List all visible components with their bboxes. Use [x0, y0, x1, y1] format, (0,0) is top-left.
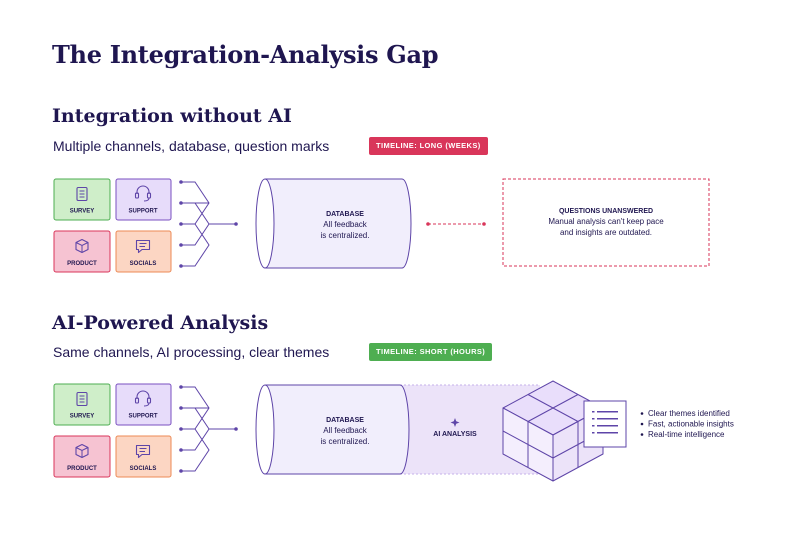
section-title-integration: Integration without AI — [52, 105, 292, 127]
channel-label: SUPPORT — [128, 209, 157, 215]
channel-label: SOCIALS — [130, 466, 157, 472]
outcome-item: Fast, actionable insights — [648, 420, 734, 429]
outcome-line-2: and insights are outdated. — [560, 228, 652, 237]
timeline-badge-short: TIMELINE: SHORT (HOURS) — [369, 343, 493, 361]
section-subtitle-ai: Same channels, AI processing, clear them… — [53, 344, 330, 360]
database-cylinder: DATABASE All feedback is centralized. — [255, 178, 412, 269]
channel-label: SOCIALS — [130, 261, 157, 267]
database-title: DATABASE — [326, 211, 364, 218]
outcome-item: Clear themes identified — [648, 409, 730, 418]
channel-product: PRODUCT — [53, 230, 111, 273]
dashed-link — [426, 222, 486, 226]
database-title: DATABASE — [326, 417, 364, 424]
outcome-title: QUESTIONS UNANSWERED — [559, 208, 653, 215]
outcome-line-1: Manual analysis can't keep pace — [548, 217, 664, 226]
channel-socials: SOCIALS — [115, 435, 172, 478]
section-subtitle-integration: Multiple channels, database, question ma… — [53, 138, 330, 154]
channel-label: SUPPORT — [128, 414, 157, 420]
sparkle-icon — [450, 418, 460, 427]
channel-label: SURVEY — [70, 414, 95, 420]
timeline-badge-long: TIMELINE: LONG (WEEKS) — [369, 137, 488, 155]
connector-dots — [179, 385, 238, 473]
connector-fan — [181, 181, 236, 267]
channel-label: PRODUCT — [67, 466, 97, 472]
outcome-item: Real-time intelligence — [648, 430, 725, 439]
channel-product: PRODUCT — [53, 435, 111, 478]
insights-document-icon — [583, 400, 627, 448]
questions-unanswered-box: QUESTIONS UNANSWERED Manual analysis can… — [502, 178, 710, 267]
channel-survey: SURVEY — [53, 383, 111, 426]
connector-fan — [181, 386, 236, 472]
channel-label: SURVEY — [70, 209, 95, 215]
ai-analysis-label: AI ANALYSIS — [433, 431, 477, 438]
database-line-2: is centralized. — [321, 231, 370, 240]
channel-socials: SOCIALS — [115, 230, 172, 273]
channel-survey: SURVEY — [53, 178, 111, 221]
channel-label: PRODUCT — [67, 261, 97, 267]
database-line-1: All feedback — [323, 426, 368, 435]
section-title-ai: AI-Powered Analysis — [52, 312, 269, 334]
database-line-2: is centralized. — [321, 437, 370, 446]
channel-support: SUPPORT — [115, 383, 172, 426]
database-line-1: All feedback — [323, 220, 368, 229]
page-title: The Integration-Analysis Gap — [52, 40, 439, 69]
channel-support: SUPPORT — [115, 178, 172, 221]
connector-dots — [179, 180, 238, 268]
outcome-list: Clear themes identified Fast, actionable… — [640, 409, 734, 439]
database-cylinder: DATABASE All feedback is centralized. — [255, 384, 410, 475]
